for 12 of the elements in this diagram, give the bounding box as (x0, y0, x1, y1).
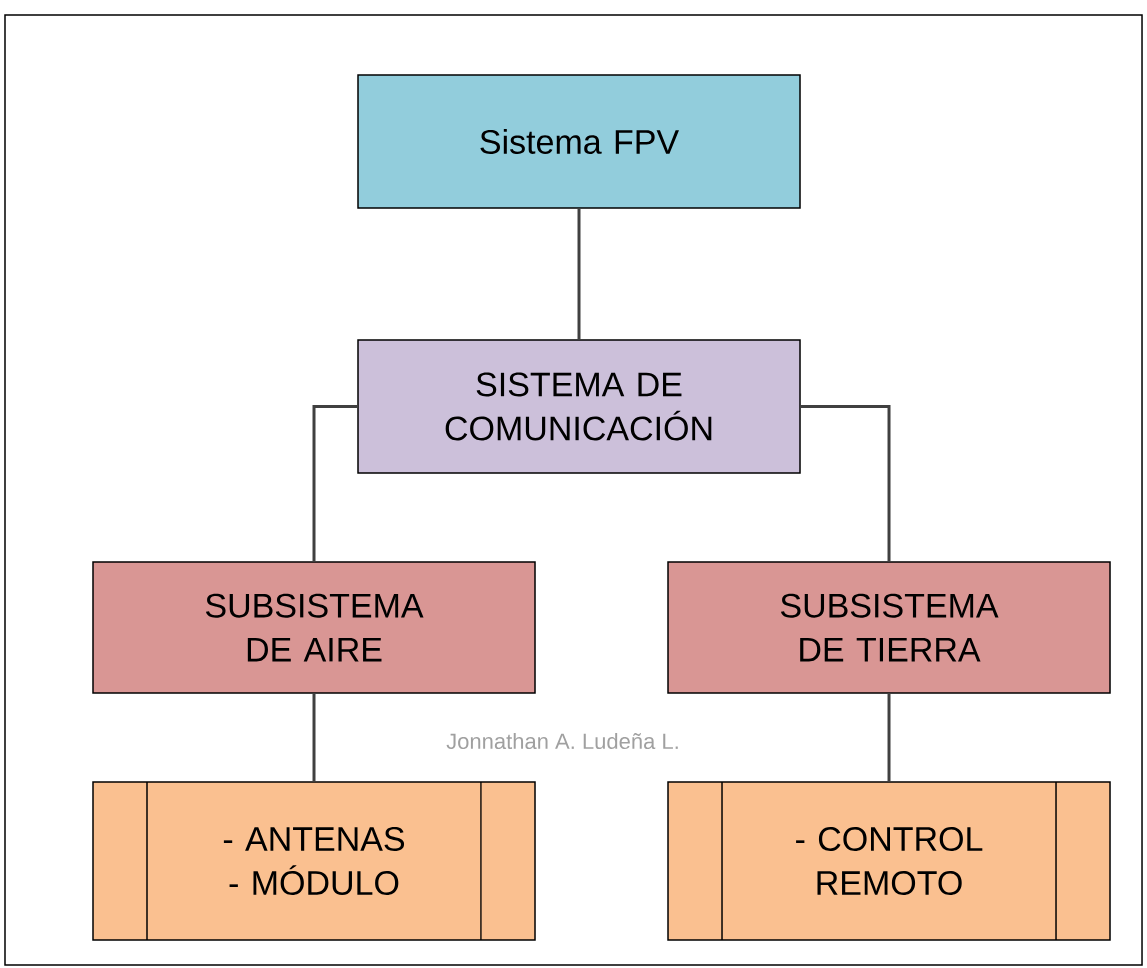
system-box: Sistema FPV (357, 74, 801, 209)
connector-line (800, 405, 891, 562)
component-box: - CONTROL REMOTO (667, 781, 1111, 941)
subsystem-box: SUBSISTEMA DE AIRE (92, 561, 536, 694)
component-box: - ANTENAS - MÓDULO (92, 781, 536, 941)
connector-line (312, 693, 316, 782)
connector-line (887, 693, 891, 782)
author-credit: Jonnathan A. Ludeña L. (444, 730, 682, 752)
connector-line (312, 405, 358, 562)
subsystem-box: SUBSISTEMA DE TIERRA (667, 561, 1111, 694)
system-box: SISTEMA DE COMUNICACIÓN (357, 339, 801, 474)
connector-line (577, 208, 581, 340)
